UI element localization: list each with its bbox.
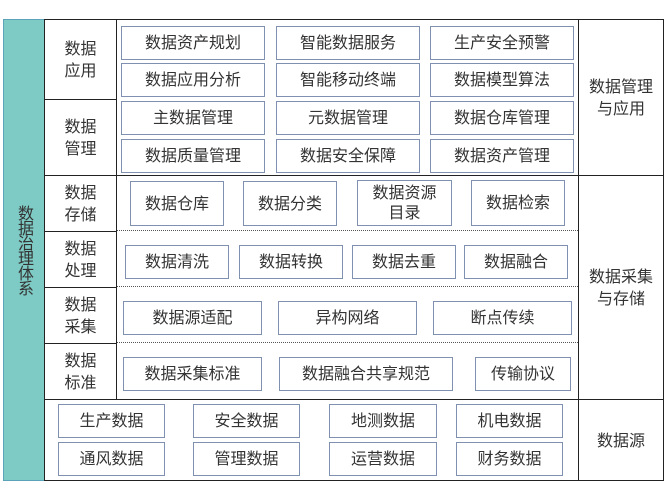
divider (44, 399, 664, 400)
item-box: 元数据管理 (276, 101, 420, 135)
item-box: 数据源适配 (123, 301, 262, 335)
item-box: 数据融合共享规范 (279, 357, 453, 391)
right-label-management-application: 数据管理与应用 (588, 76, 653, 118)
divider (44, 99, 116, 100)
divider (116, 19, 117, 400)
item-box: 数据转换 (239, 245, 343, 279)
item-box: 数据仓库管理 (430, 101, 574, 135)
item-box: 异构网络 (278, 301, 417, 335)
item-box: 财务数据 (456, 442, 563, 476)
item-box: 安全数据 (193, 404, 300, 438)
row-label-processing: 数据处理 (64, 238, 97, 280)
item-box: 生产安全预警 (430, 26, 574, 60)
divider (44, 175, 664, 176)
item-box: 主数据管理 (121, 101, 265, 135)
item-box: 数据融合 (464, 245, 568, 279)
item-box: 数据模型算法 (430, 63, 574, 97)
row-label-standard: 数据标准 (64, 350, 97, 392)
item-box: 机电数据 (456, 404, 563, 438)
row-label-management: 数据管理 (64, 116, 97, 158)
dotted-divider (117, 286, 578, 287)
divider (44, 287, 116, 288)
right-label-collection-storage: 数据采集与存储 (588, 266, 653, 308)
governance-system-text: 数据治理体系 (15, 205, 34, 295)
item-box: 数据清洗 (125, 245, 229, 279)
item-box: 数据资产管理 (430, 139, 574, 173)
governance-system-label: 数据治理体系 (3, 19, 45, 481)
item-box: 数据资源目录 (357, 180, 452, 226)
item-box: 数据资产规划 (121, 26, 265, 60)
row-label-application: 数据应用 (64, 38, 97, 80)
dotted-divider (117, 230, 578, 231)
right-label-sources: 数据源 (596, 430, 645, 450)
item-box: 智能数据服务 (276, 26, 420, 60)
item-box: 生产数据 (58, 404, 165, 438)
dotted-divider (117, 342, 578, 343)
row-label-storage: 数据存储 (64, 182, 97, 224)
item-box: 数据应用分析 (121, 63, 265, 97)
divider (578, 19, 579, 481)
item-box: 数据仓库 (130, 181, 224, 226)
item-box: 智能移动终端 (276, 63, 420, 97)
item-box: 运营数据 (329, 442, 437, 476)
item-box: 传输协议 (475, 357, 571, 391)
item-box: 数据去重 (352, 245, 456, 279)
divider (44, 231, 116, 232)
item-box: 通风数据 (58, 442, 165, 476)
row-label-collection: 数据采集 (64, 294, 97, 336)
item-box: 数据采集标准 (123, 357, 262, 391)
item-box: 数据质量管理 (121, 139, 265, 173)
item-box: 数据安全保障 (276, 139, 420, 173)
item-box: 断点传续 (433, 301, 572, 335)
item-box: 管理数据 (193, 442, 300, 476)
item-box: 数据检索 (471, 180, 565, 226)
item-box: 地测数据 (329, 404, 437, 438)
divider (44, 343, 116, 344)
item-box: 数据分类 (243, 181, 337, 226)
